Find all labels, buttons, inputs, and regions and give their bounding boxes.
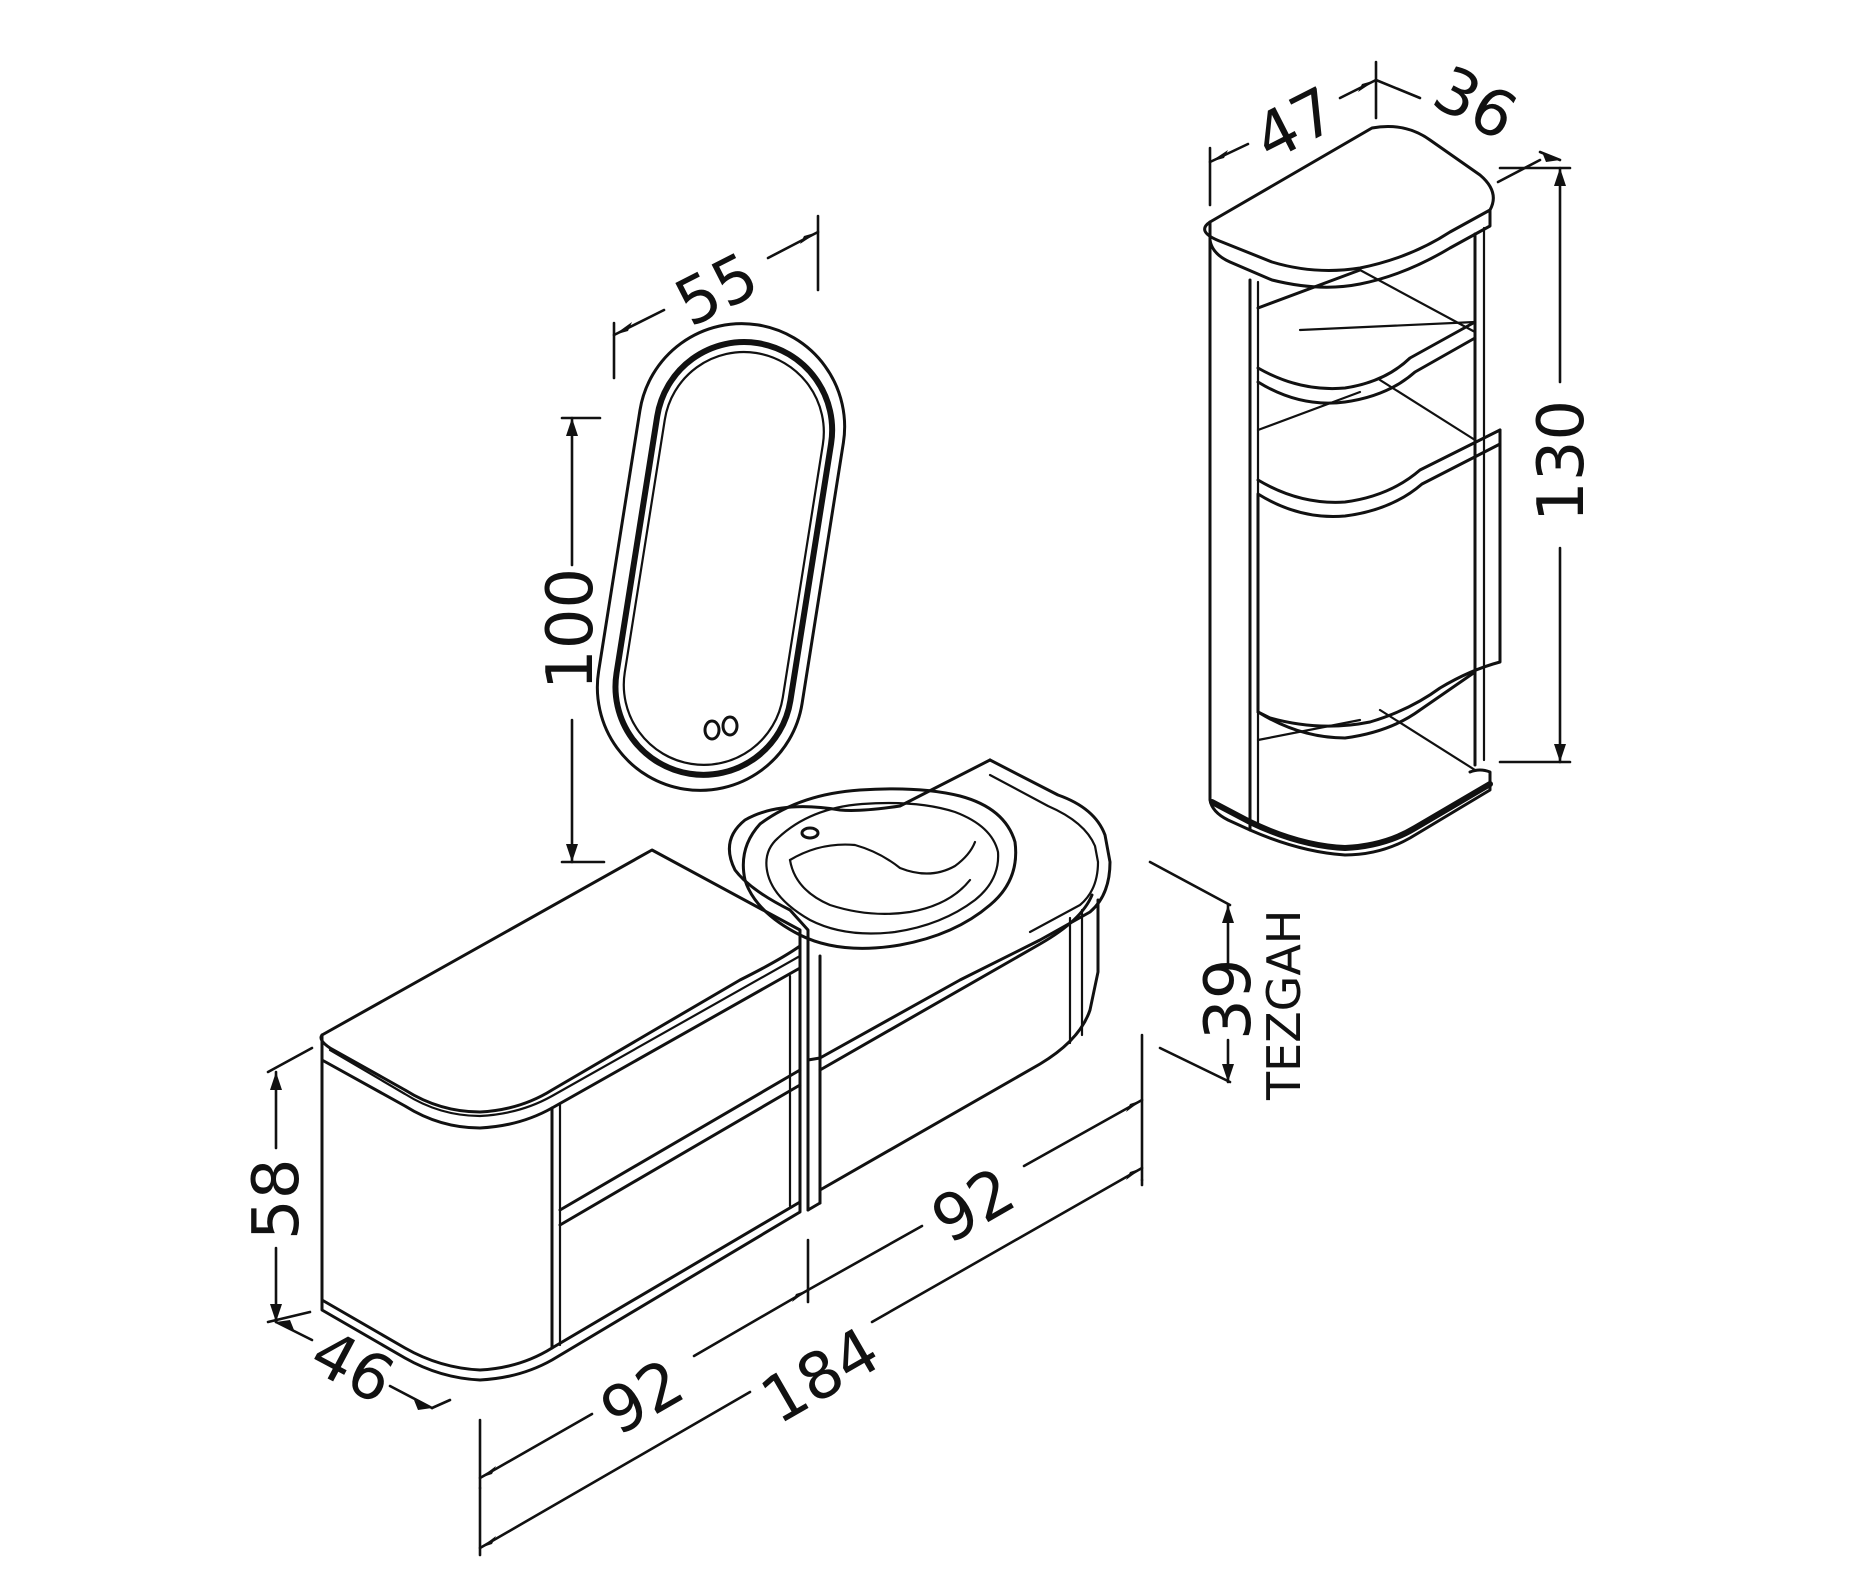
touch-switch-icon: [703, 715, 739, 741]
drain-icon: [800, 826, 820, 840]
cabinet-depth-label: 36: [1422, 52, 1529, 156]
worktop-caption: TEZGAH: [1257, 910, 1311, 1101]
worktop-height-label: 39: [1192, 959, 1266, 1040]
mirror-width-label: 55: [664, 239, 770, 342]
mirror-height-label: 100: [534, 568, 608, 690]
tall-cabinet: [1203, 125, 1502, 857]
cabinet-width-label: 47: [1243, 74, 1349, 177]
vanity-unit: [319, 758, 1112, 1382]
left-module-width-label: 92: [589, 1346, 697, 1451]
oval-mirror: [595, 322, 847, 792]
cabinet-height-label: 130: [1525, 400, 1599, 522]
dimension-lines: [266, 60, 1572, 1557]
vanity-depth-label: 46: [299, 1316, 406, 1420]
vanity-height-label: 58: [240, 1159, 314, 1240]
total-width-label: 184: [749, 1314, 892, 1439]
